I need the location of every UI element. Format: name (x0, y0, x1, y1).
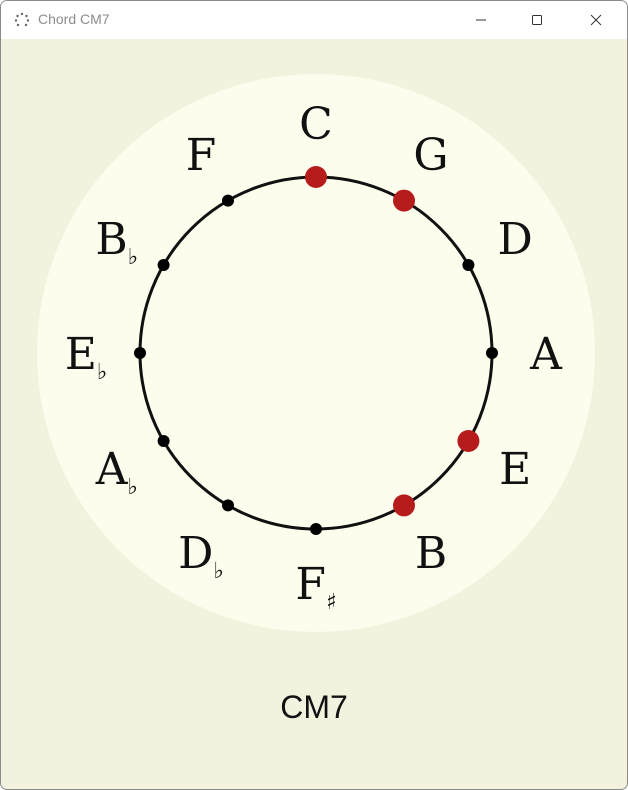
note-dot-0 (305, 166, 327, 188)
note-dot-10 (157, 259, 170, 271)
note-dot-5 (393, 494, 415, 517)
note-letter: D (178, 528, 213, 579)
note-label-8: A♭ (95, 444, 138, 500)
note-accidental: ♭ (127, 475, 137, 500)
note-letter: B (95, 214, 127, 265)
maximize-icon (532, 15, 542, 25)
close-icon (590, 14, 602, 26)
title-bar[interactable]: Chord CM7 (1, 1, 627, 39)
note-dot-2 (462, 259, 475, 271)
note-dots (134, 166, 498, 535)
note-label-5: B (415, 528, 447, 579)
note-dot-8 (157, 435, 170, 447)
note-label-11: F (186, 130, 217, 181)
note-letter: E (499, 444, 531, 495)
note-label-9: E♭ (65, 329, 108, 385)
note-dot-6 (310, 523, 322, 535)
app-icon (14, 12, 30, 27)
note-letter: F (295, 559, 326, 610)
window-title: Chord CM7 (38, 11, 110, 27)
close-button[interactable] (573, 1, 619, 39)
note-accidental: ♭ (128, 245, 138, 270)
note-dot-9 (134, 347, 146, 359)
background-disc (37, 74, 595, 632)
note-letter: E (65, 329, 97, 380)
note-letter: G (413, 130, 448, 181)
chord-name-label: CM7 (280, 689, 348, 725)
note-dot-1 (393, 189, 415, 212)
note-accidental: ♯ (326, 590, 337, 615)
note-label-2: D (498, 214, 533, 265)
note-label-7: D♭ (178, 528, 224, 584)
note-label-4: E (499, 444, 531, 495)
note-dot-11 (222, 194, 234, 207)
maximize-button[interactable] (514, 1, 560, 39)
note-accidental: ♭ (97, 360, 107, 385)
note-letter: D (498, 214, 533, 265)
note-letter: A (529, 329, 563, 380)
note-letter: F (186, 130, 217, 181)
note-label-1: G (413, 130, 448, 181)
note-dot-3 (486, 347, 498, 359)
minimize-button[interactable] (458, 1, 504, 39)
note-label-0: C (299, 99, 333, 150)
note-dot-4 (457, 430, 480, 452)
note-dot-7 (222, 499, 234, 512)
note-letter: B (415, 528, 447, 579)
note-label-10: B♭ (95, 214, 138, 270)
note-label-3: A (529, 329, 563, 380)
note-letter: A (95, 444, 129, 495)
note-label-6: F♯ (295, 559, 336, 615)
note-letter: C (299, 99, 333, 150)
minimize-icon (476, 19, 486, 21)
note-accidental: ♭ (213, 559, 223, 584)
